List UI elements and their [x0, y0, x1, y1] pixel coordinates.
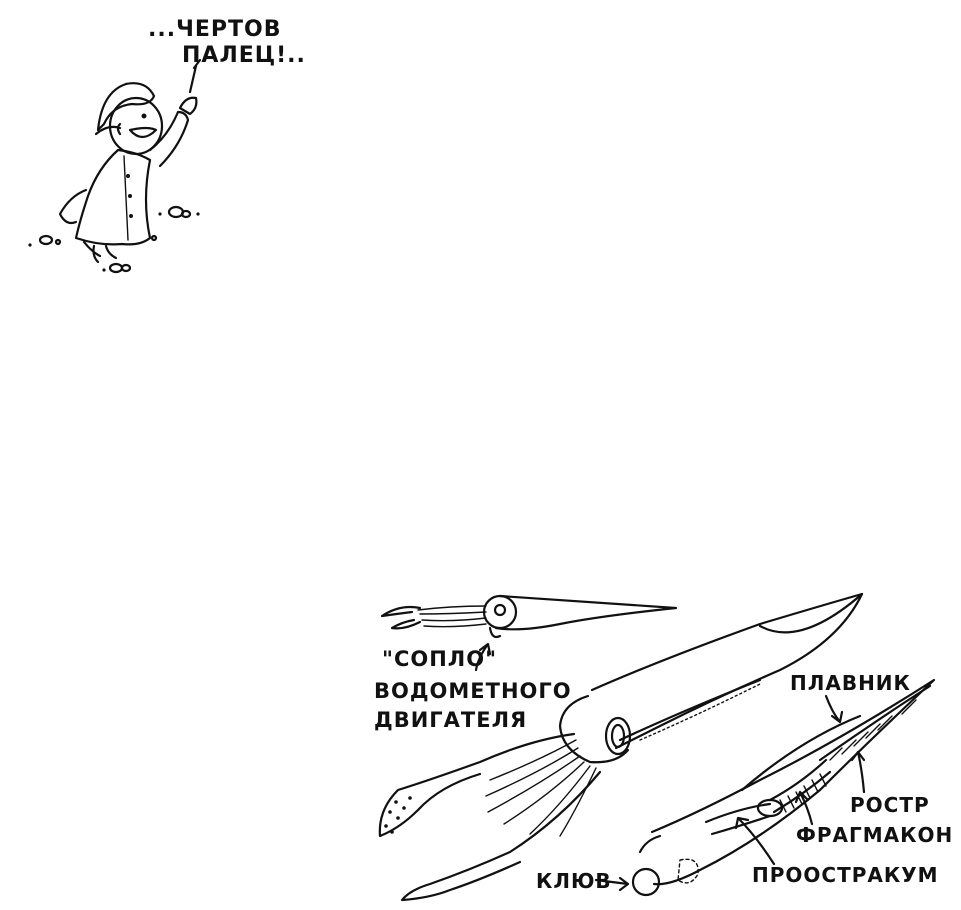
captain-cap [98, 83, 154, 130]
belemnite-labels: ПЛАВНИК РОСТР ФРАГМАКОН ПРООСТРАКУМ КЛЮВ [536, 671, 953, 893]
label-nozzle-line-3: ДВИГАТЕЛЯ [374, 708, 527, 732]
speech-line-1: ...ЧЕРТОВ [148, 17, 281, 42]
speech-line-2: ПАЛЕЦ!.. [182, 43, 306, 68]
pebbles [28, 207, 199, 272]
raised-hand-icon [180, 60, 200, 114]
label-nozzle-line-2: ВОДОМЕТНОГО [374, 679, 572, 703]
label-rostrum: РОСТР [850, 793, 930, 817]
large-squid-diagram [380, 594, 862, 900]
label-proostracum: ПРООСТРАКУМ [752, 863, 939, 887]
label-phragmocone: ФРАГМАКОН [796, 823, 953, 847]
cartoon-coat [76, 150, 150, 244]
label-nozzle: "СОПЛО" ВОДОМЕТНОГО ДВИГАТЕЛЯ [374, 644, 572, 732]
belemnite-beak-icon [633, 869, 659, 895]
label-fin: ПЛАВНИК [790, 671, 911, 695]
arrow-rostrum-icon [852, 752, 864, 792]
cartoon-scientist: ...ЧЕРТОВ ПАЛЕЦ!.. [28, 17, 306, 272]
small-squid-diagram [382, 596, 676, 637]
cartoon-arm [150, 112, 188, 166]
arrow-fin-icon [826, 696, 842, 722]
